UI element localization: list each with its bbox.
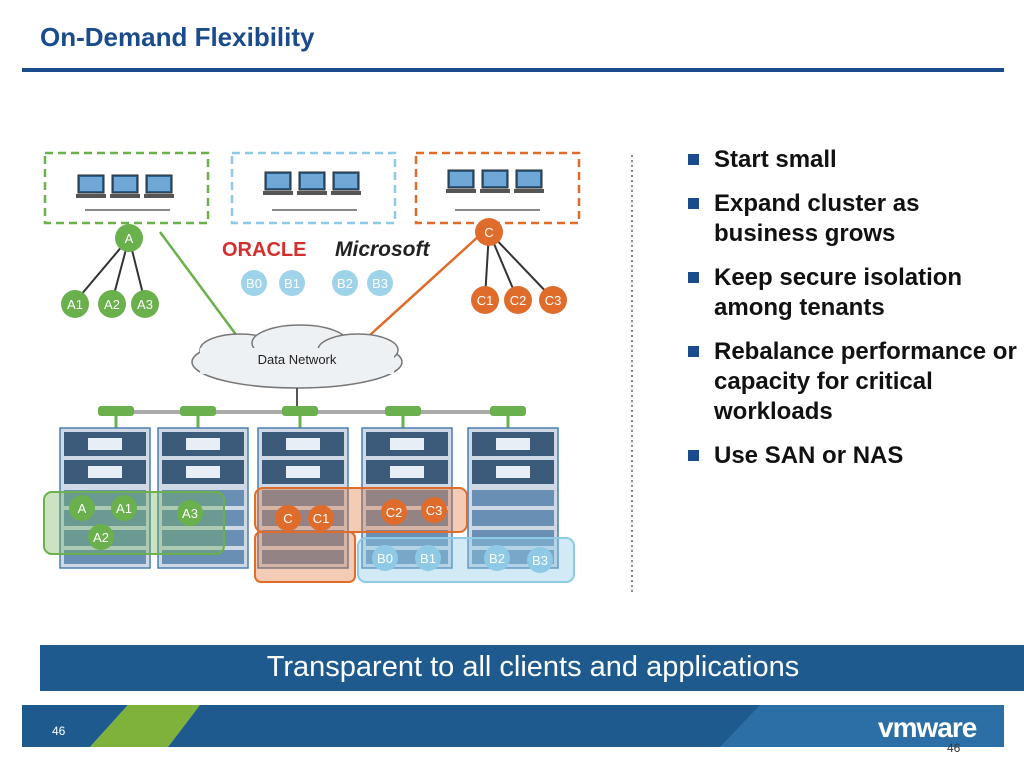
node-b1-label: B1 bbox=[284, 276, 300, 291]
bullet-item: Expand cluster as business grows bbox=[688, 189, 1018, 249]
title-rule bbox=[22, 68, 1004, 72]
rack-a2: A2 bbox=[93, 530, 109, 545]
bullet-square-icon bbox=[688, 450, 699, 461]
node-b3-label: B3 bbox=[372, 276, 388, 291]
microsoft-logo: Microsoft bbox=[335, 238, 431, 261]
rack-c1: C1 bbox=[313, 511, 330, 526]
bullet-item: Use SAN or NAS bbox=[688, 441, 1018, 471]
bullet-square-icon bbox=[688, 154, 699, 165]
rack-c2: C2 bbox=[386, 505, 403, 520]
node-a bbox=[115, 224, 143, 252]
node-c3-label: C3 bbox=[545, 293, 562, 308]
bullet-item: Start small bbox=[688, 145, 1018, 175]
node-a3 bbox=[131, 290, 159, 318]
overlay-c-top bbox=[254, 487, 468, 533]
tenant-a-box bbox=[43, 151, 210, 225]
overlay-c-bottom bbox=[254, 531, 356, 583]
node-c2-label: C2 bbox=[510, 293, 527, 308]
server-bus bbox=[98, 406, 526, 428]
network-label: Data Network bbox=[258, 352, 337, 367]
node-c bbox=[475, 218, 503, 246]
slide-number: 46 bbox=[52, 724, 66, 738]
node-a-label: A bbox=[125, 231, 134, 246]
bullet-square-icon bbox=[688, 272, 699, 283]
rack-a: A bbox=[78, 501, 87, 516]
node-c1 bbox=[471, 286, 499, 314]
bullet-list: Start small Expand cluster as business g… bbox=[688, 145, 1018, 485]
bullet-square-icon bbox=[688, 198, 699, 209]
tenant-b-box bbox=[230, 151, 397, 225]
link-c-network bbox=[369, 234, 481, 336]
cluster-diagram: Data Network ORACLE Microsoft A A1 A2 A3… bbox=[43, 151, 633, 592]
node-a2-label: A2 bbox=[104, 297, 120, 312]
data-network-cloud: Data Network bbox=[191, 324, 403, 389]
node-b2 bbox=[332, 270, 358, 296]
pc-group-b bbox=[262, 171, 362, 211]
slide-title: On-Demand Flexibility bbox=[40, 22, 315, 52]
node-a3-label: A3 bbox=[137, 297, 153, 312]
bullet-square-icon bbox=[688, 346, 699, 357]
overlay-b bbox=[357, 537, 575, 583]
footer-page-number: 46 bbox=[947, 741, 961, 755]
link-a-network bbox=[158, 231, 242, 341]
vmware-logo: vmware bbox=[878, 712, 977, 743]
bullet-item: Keep secure isolation among tenants bbox=[688, 263, 1018, 323]
node-b2-label: B2 bbox=[337, 276, 353, 291]
rack-b0: B0 bbox=[377, 551, 393, 566]
footer-band bbox=[0, 705, 1024, 768]
rack-a1: A1 bbox=[116, 501, 132, 516]
rack-c3: C3 bbox=[426, 503, 443, 518]
node-b3 bbox=[367, 270, 393, 296]
rack-b2: B2 bbox=[489, 551, 505, 566]
node-a1-label: A1 bbox=[67, 297, 83, 312]
node-b1 bbox=[279, 270, 305, 296]
node-a2 bbox=[98, 290, 126, 318]
rack-b1: B1 bbox=[420, 551, 436, 566]
rack-b3: B3 bbox=[532, 553, 548, 568]
pc-group-a bbox=[75, 174, 175, 211]
node-c1-label: C1 bbox=[477, 293, 494, 308]
node-b0-label: B0 bbox=[246, 276, 262, 291]
banner-text: Transparent to all clients and applicati… bbox=[266, 651, 800, 683]
node-c3 bbox=[539, 286, 567, 314]
banner: Transparent to all clients and applicati… bbox=[40, 645, 1024, 691]
pc-group-c bbox=[445, 169, 545, 211]
node-b0 bbox=[241, 270, 267, 296]
node-c-label: C bbox=[484, 225, 493, 240]
rack-a3: A3 bbox=[182, 506, 198, 521]
node-a1 bbox=[61, 290, 89, 318]
oracle-logo: ORACLE bbox=[222, 239, 306, 261]
bullet-item: Rebalance performance or capacity for cr… bbox=[688, 337, 1018, 427]
rack-c: C bbox=[283, 511, 292, 526]
node-c2 bbox=[504, 286, 532, 314]
